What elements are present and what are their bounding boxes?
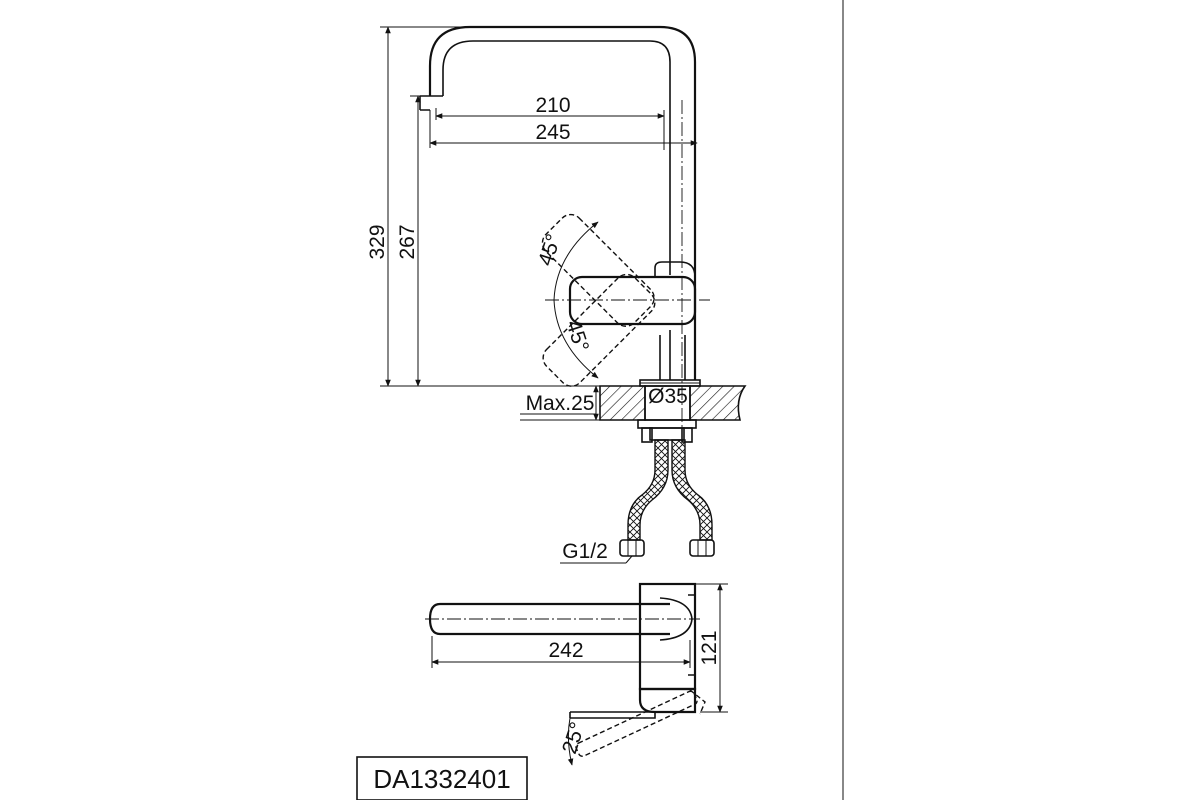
handle-rotated-down — [541, 213, 655, 327]
top-view-dimensions — [431, 583, 728, 713]
angle-arc-down — [553, 299, 599, 379]
dim-top-length: 242 — [548, 639, 583, 662]
faucet-top-view — [425, 582, 706, 766]
dim-angle-up: 45° — [534, 231, 566, 268]
aerator-tip — [419, 95, 443, 111]
dim-reach-inner: 210 — [535, 94, 570, 117]
dim-spout-height: 267 — [396, 224, 419, 259]
flex-hose-left — [627, 439, 669, 541]
dim-max-deck: Max.25 — [526, 392, 595, 415]
top-handle — [638, 687, 697, 714]
handle-rotated-up — [542, 273, 656, 387]
hose-nut-left — [619, 539, 645, 557]
countertop-section — [599, 385, 646, 421]
angle-arc-up — [553, 221, 599, 301]
handle — [568, 275, 697, 326]
dim-reach-outer: 245 — [535, 121, 570, 144]
top-angle-arc — [567, 717, 574, 766]
top-body — [638, 582, 697, 691]
product-code: DA1332401 — [373, 764, 510, 794]
dim-connection-thread: G1/2 — [562, 540, 608, 563]
dim-top-angle: 25° — [558, 719, 590, 756]
dim-top-depth: 121 — [698, 630, 721, 665]
faucet-side-view — [419, 25, 747, 557]
dimension-labels: 329 267 210 245 45° 45° Max.25 Ø35 G1/2 — [366, 94, 688, 563]
dimension-lines — [380, 26, 698, 564]
product-code-box: DA1332401 — [356, 756, 528, 800]
dim-mount-hole: Ø35 — [648, 385, 688, 408]
spout-tube-inner — [442, 40, 671, 275]
flex-hose-right — [671, 439, 713, 541]
hose-nut-right — [689, 539, 715, 557]
dim-overall-height: 329 — [366, 224, 389, 259]
top-handle-rotated — [575, 690, 698, 757]
